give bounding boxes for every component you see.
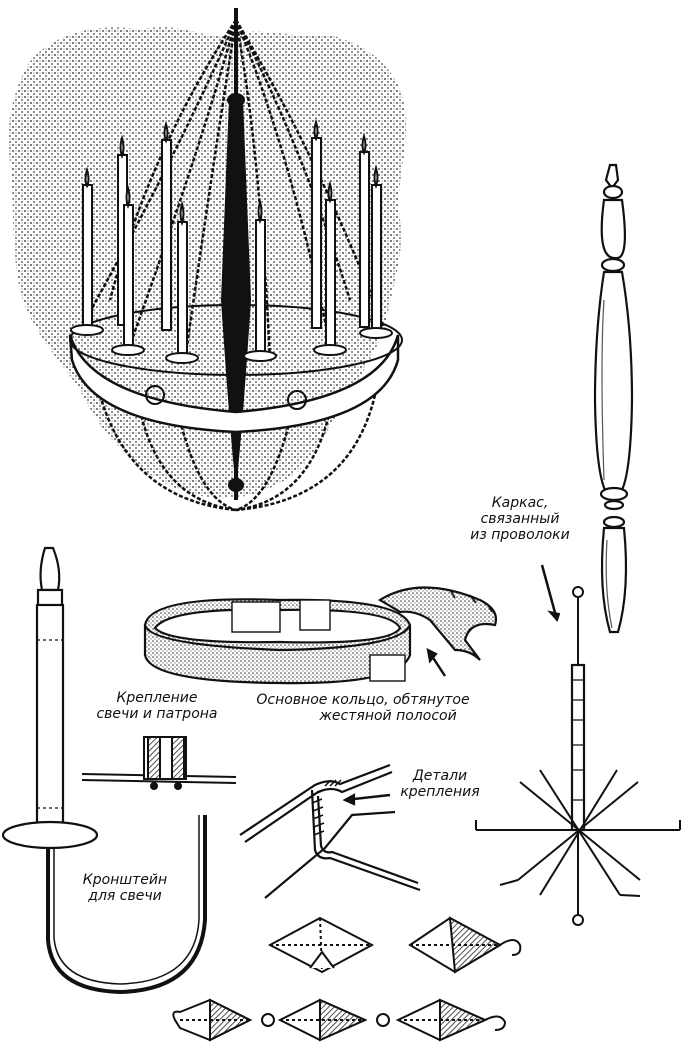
frame-label-line1: Каркас,: [491, 495, 549, 511]
parts-label: Детали крепления: [385, 768, 495, 800]
tin-strip: [377, 586, 498, 661]
frame-label: Каркас, связанный из проволоки: [455, 495, 585, 543]
candle-mount-detail: [81, 736, 237, 790]
candles: [82, 118, 382, 358]
candle-flame: [39, 546, 61, 592]
parts-label-line2: крепления: [400, 784, 480, 800]
ring-label-line2: жестяной полосой: [319, 708, 457, 724]
bracket-label-line2: для свечи: [88, 888, 162, 904]
frame-label-line2: связанный: [480, 511, 560, 527]
candle-saucers: [70, 324, 393, 364]
hanging-chains: [98, 394, 377, 512]
mounting-parts: [239, 763, 421, 899]
bracket-label-line1: Кронштейн: [82, 872, 168, 888]
crystal-pendants: [172, 916, 522, 1042]
frame-label-line3: из проволоки: [470, 527, 570, 543]
ring-label-line1: Основное кольцо, обтянутое: [256, 692, 470, 708]
bracket-label: Кронштейн для свечи: [65, 872, 185, 904]
post-body: [593, 270, 634, 492]
turned-post: [593, 163, 634, 634]
candle-bracket: [1, 546, 207, 995]
mount-label-line2: свечи и патрона: [96, 706, 218, 722]
chandelier: [8, 8, 407, 512]
bracket-arm: [46, 815, 207, 995]
mount-label: Крепление свечи и патрона: [72, 690, 242, 722]
parts-label-line1: Детали: [412, 768, 468, 784]
mount-label-line1: Крепление: [116, 690, 198, 706]
ring-label: Основное кольцо, обтянутое жестяной поло…: [238, 692, 488, 724]
base-ring: [143, 586, 498, 685]
pendant-chain: [172, 998, 507, 1042]
wire-frame: [475, 564, 681, 926]
bracket-candle: [35, 603, 65, 842]
